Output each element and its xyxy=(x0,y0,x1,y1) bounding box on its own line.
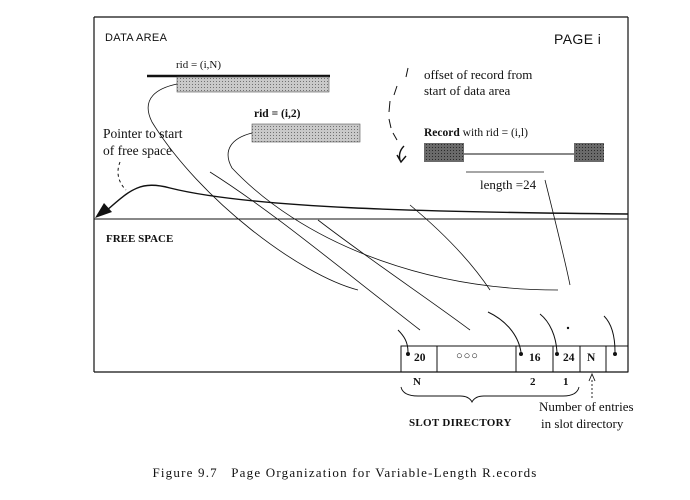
slot-directory xyxy=(400,345,629,373)
slot-dots xyxy=(406,352,617,356)
record-bold: Record xyxy=(424,127,460,139)
page-label: PAGE i xyxy=(554,31,602,47)
record-1-left-block xyxy=(424,143,464,162)
slot-cell-1: 20 xyxy=(414,352,426,364)
free-space-label: FREE SPACE xyxy=(106,233,174,245)
data-area-label: DATA AREA xyxy=(105,32,168,44)
slot-index-2: 2 xyxy=(530,376,536,388)
record-n-block xyxy=(176,76,330,93)
record-1-right-block xyxy=(574,143,604,162)
entries-line-1: Number of entries xyxy=(539,399,634,414)
slot-pointer-long xyxy=(209,171,421,331)
rid-n-label: rid = (i,N) xyxy=(176,59,221,71)
slot-directory-label: SLOT DIRECTORY xyxy=(409,417,512,429)
free-space-pointer-curve xyxy=(105,184,629,215)
figure-caption: Figure 9.7 Page Organization for Variabl… xyxy=(152,465,538,480)
entries-line-2: in slot directory xyxy=(541,416,624,431)
rid-2-label: rid = (i,2) xyxy=(254,108,301,120)
record-1-label: Record with rid = (i,l) xyxy=(424,127,528,140)
slot-count-cell: N xyxy=(587,352,596,364)
length-label: length =24 xyxy=(480,177,537,192)
slot-hooks xyxy=(397,311,616,353)
record-2-block xyxy=(251,123,361,143)
offset-line-2: start of data area xyxy=(424,83,511,98)
pointer-line-2: of free space xyxy=(103,143,172,158)
slot-cell-3: 24 xyxy=(563,352,575,364)
slot-cell-2: 16 xyxy=(529,352,541,364)
stray-dot xyxy=(566,326,570,330)
slot-directory-brace xyxy=(400,386,580,404)
slot-pointer-right xyxy=(544,179,571,286)
record-rest: with rid = (i,l) xyxy=(459,127,528,139)
slot-pointer-record-n xyxy=(147,83,359,291)
offset-line-1: offset of record from xyxy=(424,67,533,82)
offset-dashes xyxy=(388,67,409,141)
slot-cell-ellipsis: ○○○ xyxy=(456,350,479,362)
slot-pointer-record-1 xyxy=(409,204,491,291)
slot-index-1: 1 xyxy=(563,376,569,388)
offset-arrow-icon xyxy=(396,145,407,164)
slot-index-n: N xyxy=(413,376,421,388)
free-space-arrowhead-icon xyxy=(95,203,112,218)
slot-pointer-record-2 xyxy=(227,132,559,291)
slot-pointer-mid xyxy=(317,219,471,331)
pointer-dashed-arrow xyxy=(117,161,127,191)
pointer-line-1: Pointer to start xyxy=(103,126,183,141)
entries-arrowhead-icon xyxy=(588,372,596,382)
